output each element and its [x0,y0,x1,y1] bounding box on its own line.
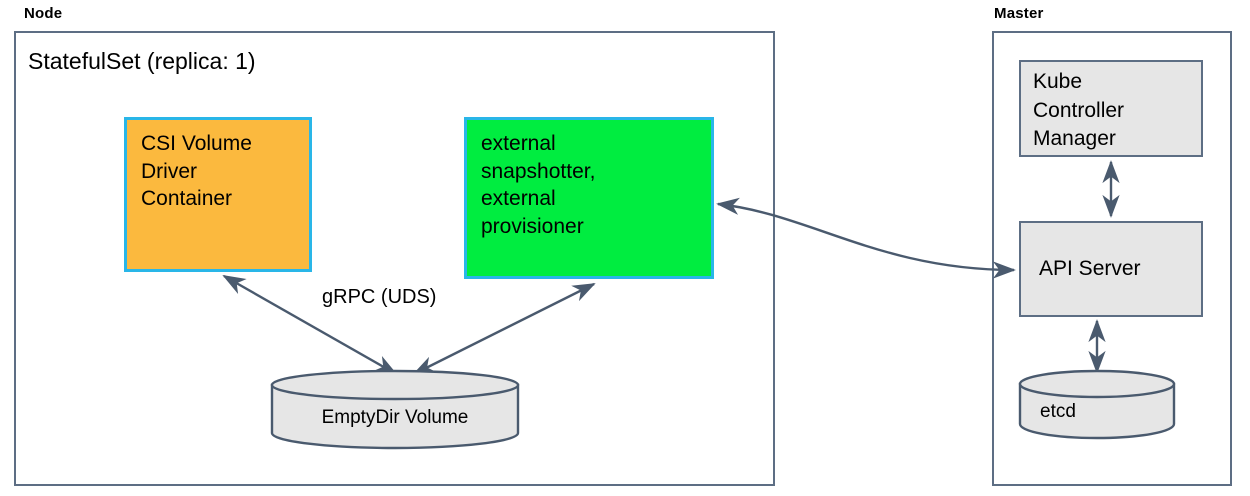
csi-volume-driver-container-label: CSI Volume Driver Container [141,132,252,211]
statefulset-title: StatefulSet (replica: 1) [28,48,256,74]
edge-sidecars-apiserver [716,197,1016,279]
external-sidecars-label: external snapshotter, external provision… [481,132,596,239]
edge-sidecars-emptydir [412,282,596,376]
node-group-caption: Node [24,5,63,22]
api-server-box[interactable]: API Server [1019,221,1203,317]
kube-controller-manager-label: Kube Controller Manager [1033,70,1125,151]
api-server-label: API Server [1039,256,1141,280]
external-sidecars-box[interactable]: external snapshotter, external provision… [464,117,714,279]
kube-controller-manager-box[interactable]: Kube Controller Manager [1019,60,1203,157]
csi-volume-driver-container-box[interactable]: CSI Volume Driver Container [124,117,312,272]
grpc-uds-edge-label: gRPC (UDS) [322,286,437,308]
master-group-caption: Master [994,5,1044,22]
edge-grpc-uds [222,274,398,376]
